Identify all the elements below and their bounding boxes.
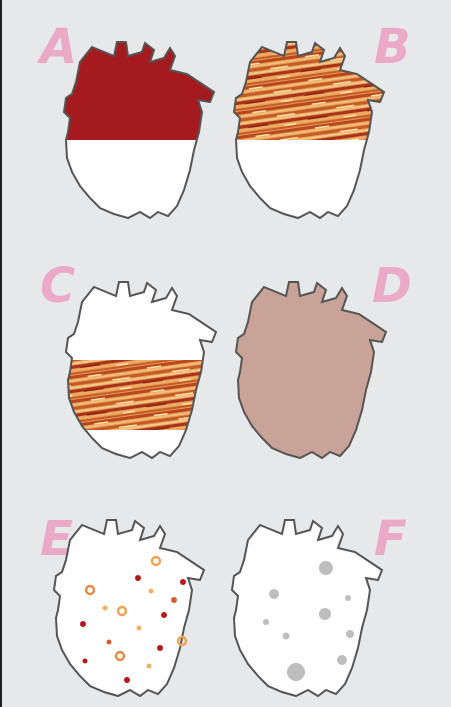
panel-letter-b: B [374,19,411,75]
panel-letter-f: F [374,511,407,567]
panel-letter-d: D [372,258,412,314]
heart-d [236,282,386,458]
heart-c [59,282,229,458]
heart-a [57,35,227,218]
heart-e [54,520,204,696]
wood-band-fill [59,360,229,430]
panel-a: A [36,19,227,218]
panel-d: D [236,258,412,458]
panel-letter-a: A [36,19,77,75]
taupe-fill [236,282,386,458]
panel-letter-c: C [40,258,75,314]
panel-e: E [40,511,204,696]
heart-b [227,35,397,218]
heart-f [232,520,382,696]
panel-b: B [227,19,411,218]
panel-f: F [232,511,407,696]
panel-c: C [40,258,229,458]
